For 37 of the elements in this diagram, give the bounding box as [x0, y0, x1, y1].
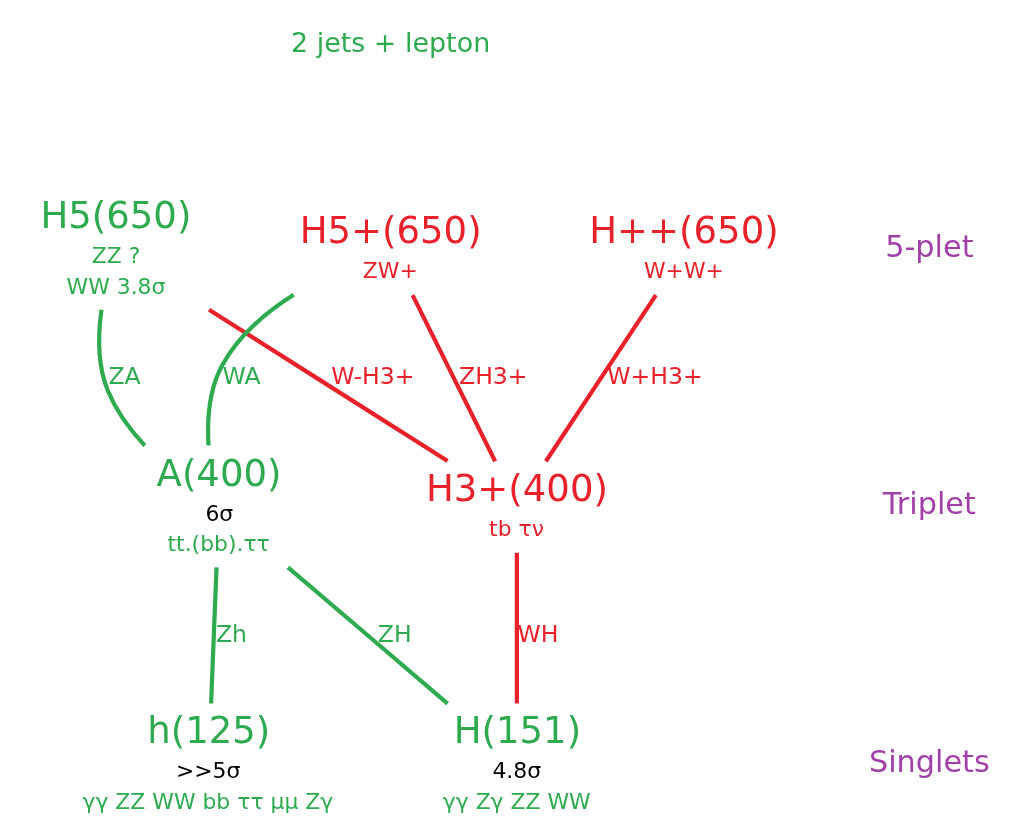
connector	[543, 293, 658, 463]
node-label: γγ Zγ ZZ WW	[442, 788, 591, 814]
connector	[410, 294, 497, 463]
edge-label: ZA	[107, 362, 141, 391]
node-text: H5(650)	[39, 194, 191, 238]
node-text: H(151)	[453, 709, 581, 753]
edge-label: W+H3+	[606, 362, 703, 391]
edge-label: WA	[222, 362, 261, 391]
node-label: tb τν	[488, 516, 544, 541]
connector	[208, 567, 219, 704]
connector	[207, 308, 449, 463]
edge-label: ZH3+	[458, 362, 528, 391]
node-label: 4.8σ	[491, 758, 541, 784]
node-label: WW 3.8σ	[66, 273, 165, 299]
node-text: H++(650)	[588, 209, 779, 253]
edge-label: ZH	[377, 619, 412, 648]
node-text: H3+(400)	[425, 466, 608, 510]
connector	[286, 565, 449, 706]
label: Triplet	[882, 486, 976, 522]
node-label: tt.(bb).ττ	[167, 531, 270, 557]
node-label: W+W+	[643, 258, 724, 284]
node-label: ZW+	[362, 258, 418, 284]
edge-label: Zh	[215, 619, 247, 648]
node-label: 6σ	[204, 500, 233, 526]
node-text: H5+(650)	[299, 209, 482, 253]
label: 5-plet	[884, 228, 974, 264]
label: 2 jets + lepton	[290, 26, 490, 58]
node-text: A(400)	[156, 451, 281, 495]
node-label: ZZ ?	[91, 243, 140, 269]
node-label: >>5σ	[175, 758, 240, 784]
node-text: h(125)	[146, 709, 270, 753]
label: Singlets	[868, 743, 990, 779]
connector	[514, 552, 519, 704]
edge-label: W-H3+	[330, 362, 415, 391]
connector	[96, 309, 146, 447]
connector	[205, 292, 295, 446]
node-label: γγ ZZ WW bb ττ μμ Zγ	[82, 788, 333, 814]
